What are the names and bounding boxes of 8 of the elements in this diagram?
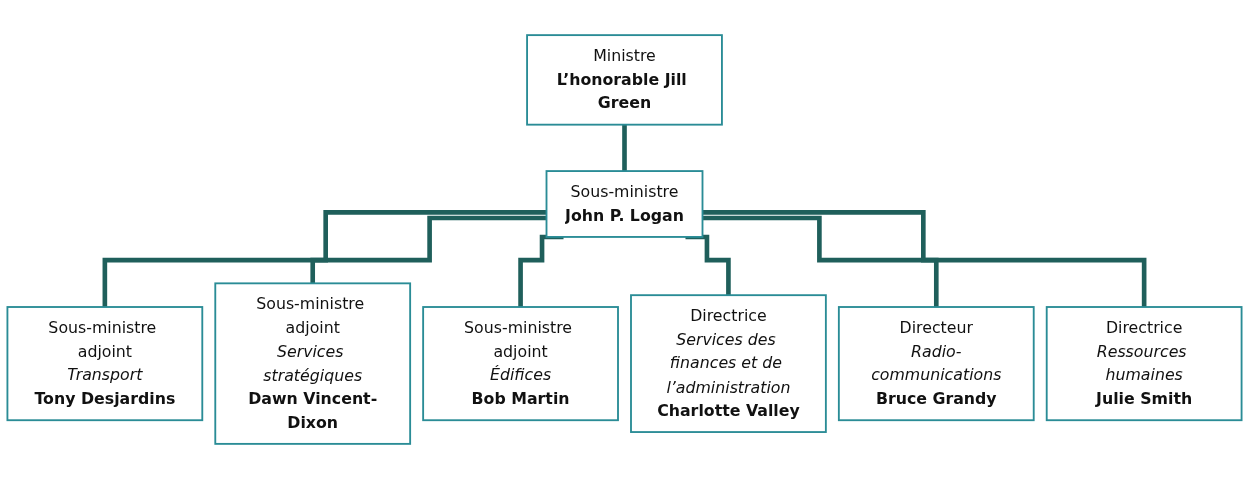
node-box: Ministre L’honorable Jill Green [526, 34, 723, 126]
node-box: Sous-ministre John P. Logan [545, 170, 704, 238]
node-box: Directrice Services des finances et de l’administration Charlotte Valley [630, 294, 827, 433]
node-box: Sous-ministre adjoint Services stratégiques Dawn Vincent-Dixon [214, 282, 412, 445]
node-box: Directeur Radio-communications Bruce Grandy [837, 306, 1035, 422]
node-box: Sous-ministre adjoint Édifices Bob Martin [422, 306, 619, 422]
node-box: Directrice Ressources humaines Julie Smith [1045, 306, 1243, 422]
node-box: Sous-ministre adjoint Transport Tony Desjardins [6, 306, 204, 422]
